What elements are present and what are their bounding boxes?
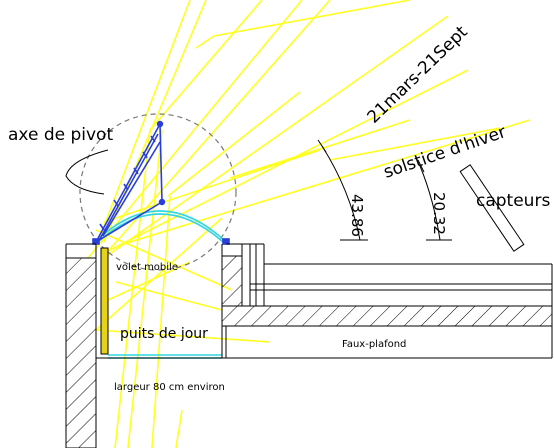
- solar-collector: [459, 164, 525, 252]
- pivoting-shutter: [92, 120, 230, 245]
- angle-indicators: [317, 139, 452, 241]
- solstice-angle-value: 20.32: [430, 192, 448, 235]
- mobile-shutter-label: volet mobile: [116, 262, 178, 273]
- false-ceiling-label: Faux-plafond: [342, 339, 406, 350]
- pivot-leader-line: [65, 149, 109, 195]
- collectors-label: capteurs: [476, 191, 550, 211]
- winter-solstice-label: solstice d'hiver: [381, 122, 508, 183]
- building-structure: [65, 243, 553, 448]
- daylight-well-label: puits de jour: [120, 326, 208, 342]
- width-label: largeur 80 cm environ: [114, 382, 225, 393]
- pivot-axis-label: axe de pivot: [8, 125, 113, 145]
- pivot-circle: [79, 113, 237, 271]
- equinox-angle-value: 43.86: [348, 194, 366, 237]
- mobile-panel: [100, 247, 109, 355]
- sun-rays: [87, 0, 531, 448]
